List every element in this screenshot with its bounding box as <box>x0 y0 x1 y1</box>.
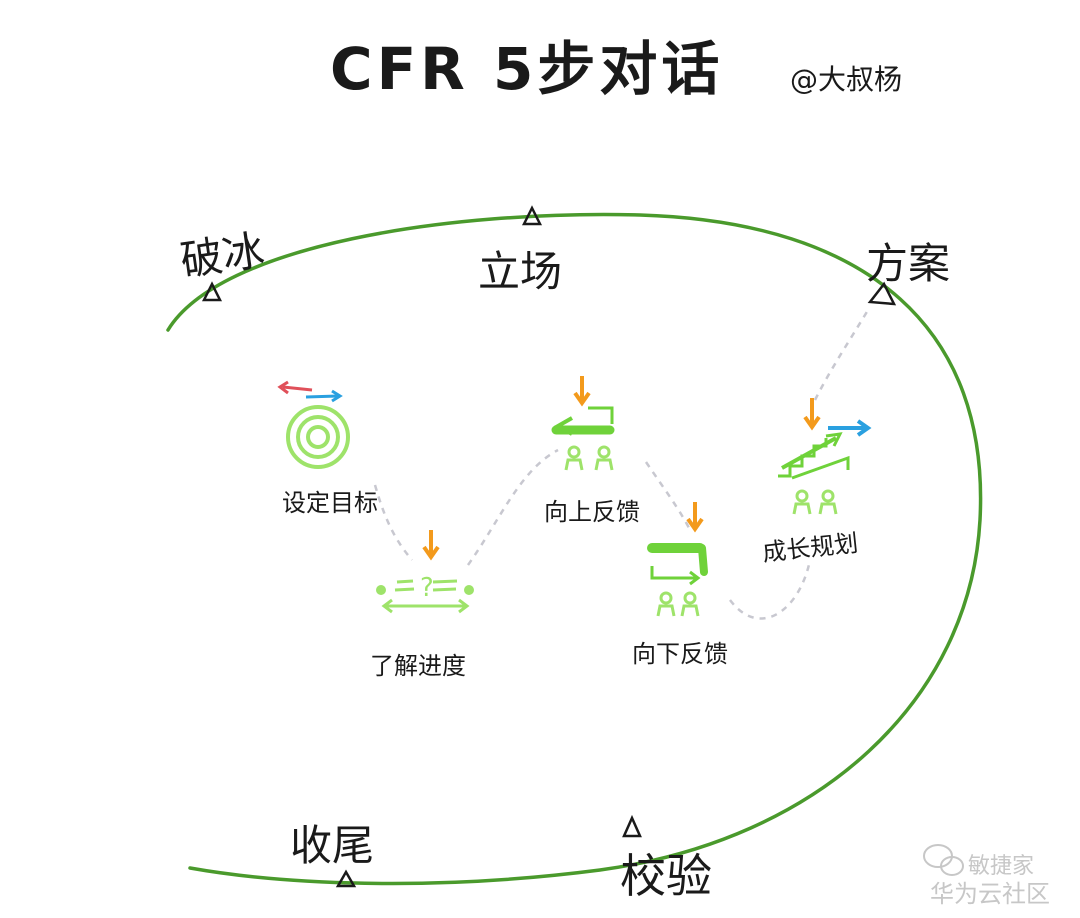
people-icon-downward <box>656 591 700 617</box>
growth-stairs-icon <box>778 432 850 480</box>
step-label-downward-feedback: 向下反馈 <box>632 640 728 668</box>
progress-icon <box>376 579 474 614</box>
connector-goal-progress <box>373 484 413 561</box>
stage-marker-plan <box>867 281 897 306</box>
watermark-line-2: 华为云社区 <box>930 880 1050 908</box>
forward-arrow-icon <box>828 419 872 437</box>
step-label-progress: 了解进度 <box>370 652 466 680</box>
direction-arrows-icon <box>277 380 343 403</box>
watermark-line-1: 敏捷家 <box>968 854 1035 879</box>
author-signature: @大叔杨 <box>790 63 903 96</box>
step-connectors <box>373 309 870 620</box>
downward-feedback-icon <box>647 543 708 586</box>
down-arrow-icon-upward <box>573 376 591 407</box>
progress-question-mark: ? <box>420 573 434 603</box>
connector-upward-downward <box>644 461 692 531</box>
people-icon-upward <box>564 445 614 471</box>
stage-marker-close <box>335 869 357 888</box>
stage-label-verify: 校验 <box>620 849 712 903</box>
page-title: CFR 5步对话 <box>330 35 724 103</box>
connector-growth-plan <box>813 309 870 401</box>
people-icon-growth <box>792 489 838 515</box>
connector-downward-growth <box>729 559 812 620</box>
stage-marker-verify <box>622 814 642 838</box>
target-icon <box>286 405 350 469</box>
conversation-loop-path <box>166 212 983 886</box>
stage-marker-stance <box>521 205 543 226</box>
stage-label-stance: 立场 <box>478 247 563 296</box>
stage-marker-icebreak <box>201 281 223 302</box>
connector-progress-upward <box>466 448 559 566</box>
step-label-set-goal: 设定目标 <box>282 489 378 517</box>
wechat-icon <box>923 844 964 876</box>
down-arrow-icon-progress <box>422 530 440 561</box>
down-arrow-icon-downward <box>686 502 704 533</box>
down-arrow-icon-growth <box>803 398 821 431</box>
stage-label-plan: 方案 <box>866 239 951 288</box>
upward-feedback-icon <box>551 406 615 436</box>
stage-label-close: 收尾 <box>290 821 375 870</box>
step-label-upward-feedback: 向上反馈 <box>544 498 640 526</box>
stage-label-icebreak: 破冰 <box>177 225 268 286</box>
